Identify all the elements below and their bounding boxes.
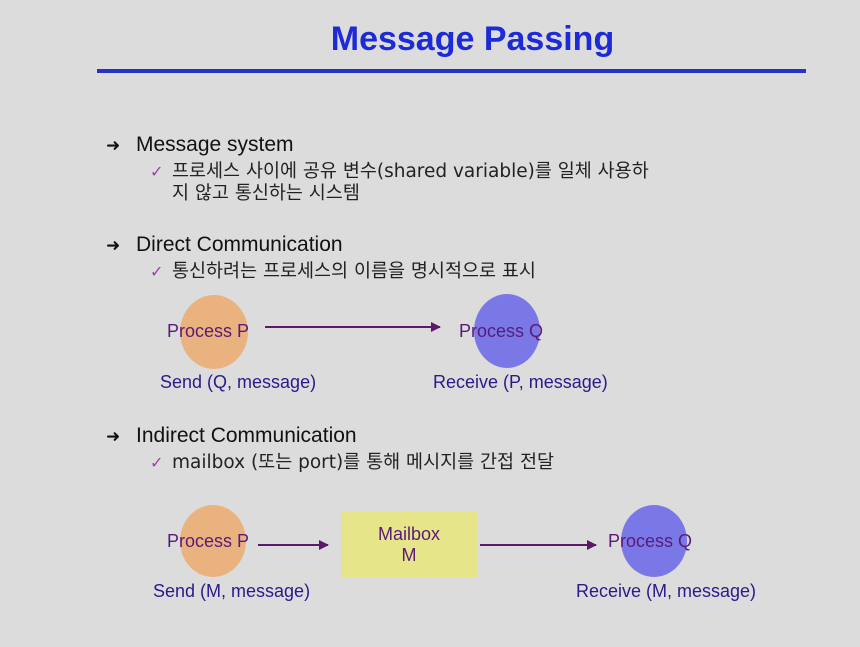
bullet-heading: Message system: [136, 133, 294, 156]
subpoint-message-system: ✓ 프로세스 사이에 공유 변수(shared variable)를 일체 사용하…: [150, 161, 649, 205]
subpoint-text: mailbox (또는 port)를 통해 메시지를 간접 전달: [172, 452, 554, 473]
process-p-label: Process P: [167, 531, 250, 551]
receive-caption: Receive (M, message): [576, 581, 757, 601]
bullet-arrow-icon: ➜: [106, 236, 121, 255]
mailbox-box: Mailbox M: [341, 512, 477, 577]
mailbox-id: M: [401, 544, 417, 565]
process-p-node: [180, 295, 248, 369]
slide-title: Message Passing: [330, 20, 615, 58]
checkmark-icon: ✓: [150, 453, 164, 472]
bullet-message-system: ➜ Message system: [106, 133, 294, 157]
checkmark-icon: ✓: [150, 162, 164, 181]
subpoint-text-continued: 지 않고 통신하는 시스템: [172, 183, 360, 204]
subpoint-direct-communication: ✓ 통신하려는 프로세스의 이름을 명시적으로 표시: [150, 261, 536, 283]
process-q-label: Process Q: [459, 321, 544, 341]
send-caption: Send (Q, message): [160, 372, 317, 392]
subpoint-indirect-communication: ✓ mailbox (또는 port)를 통해 메시지를 간접 전달: [150, 452, 554, 474]
process-p-node: [180, 505, 246, 577]
bullet-indirect-communication: ➜ Indirect Communication: [106, 424, 357, 448]
bullet-direct-communication: ➜ Direct Communication: [106, 233, 343, 257]
process-q-node: [621, 505, 687, 577]
send-caption: Send (M, message): [153, 581, 311, 601]
bullet-heading: Indirect Communication: [136, 424, 357, 447]
bullet-arrow-icon: ➜: [106, 427, 121, 446]
process-p-label: Process P: [167, 321, 250, 341]
process-q-node: [474, 294, 540, 368]
title-underline: [97, 69, 806, 73]
receive-caption: Receive (P, message): [433, 372, 608, 392]
process-q-label: Process Q: [608, 531, 693, 551]
subpoint-text: 프로세스 사이에 공유 변수(shared variable)를 일체 사용하: [172, 161, 649, 182]
bullet-arrow-icon: ➜: [106, 136, 121, 155]
bullet-heading: Direct Communication: [136, 233, 343, 256]
subpoint-text: 통신하려는 프로세스의 이름을 명시적으로 표시: [172, 261, 536, 282]
checkmark-icon: ✓: [150, 262, 164, 281]
mailbox-label: Mailbox: [377, 523, 441, 544]
